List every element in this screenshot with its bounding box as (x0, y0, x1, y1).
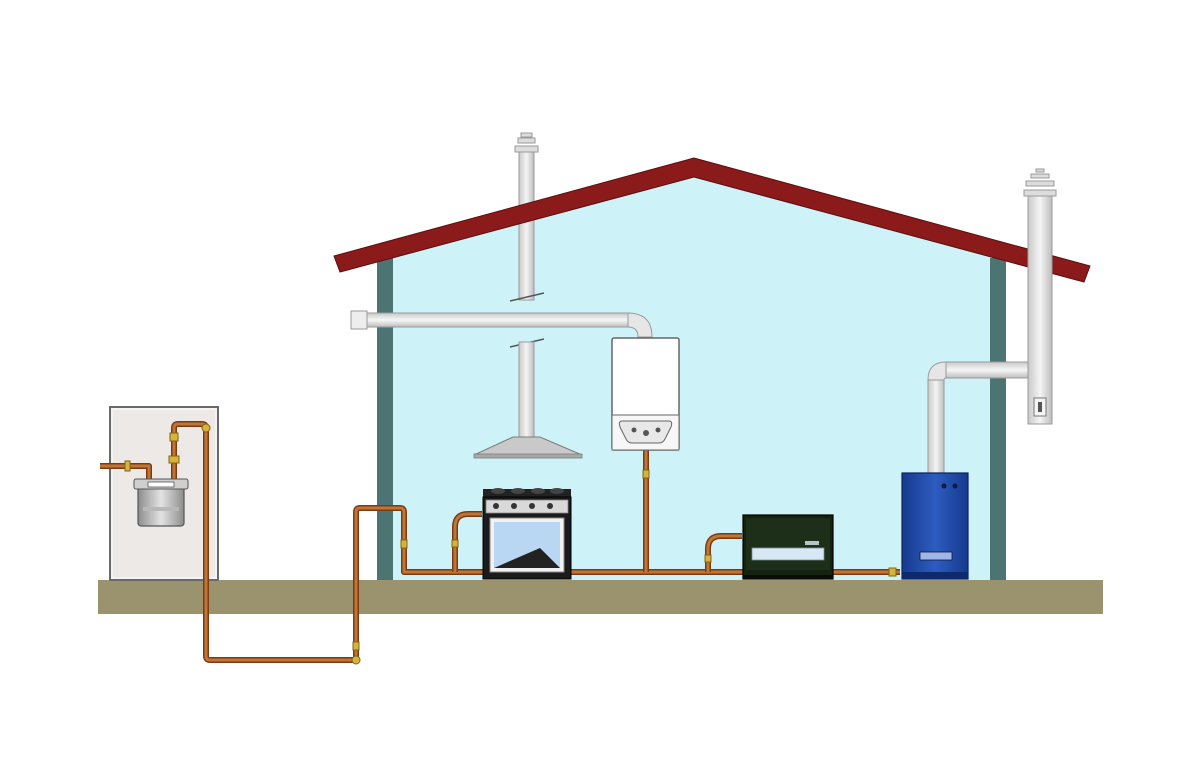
house-right-wall (990, 258, 1006, 580)
gas-stove-icon (482, 488, 572, 580)
hood-duct (518, 341, 535, 440)
flue-icon (927, 168, 1057, 477)
house-interior (392, 172, 996, 580)
pipe-fittings (124, 423, 897, 665)
gas-supply-pipe (100, 421, 900, 663)
roof (333, 157, 1091, 283)
gas-meter-icon (133, 478, 189, 527)
boiler-exhaust-duct (350, 310, 653, 338)
house-left-wall (377, 258, 393, 580)
boiler-icon (611, 337, 680, 451)
heater-icon (742, 514, 834, 580)
furnace-icon (901, 472, 969, 580)
ground (98, 580, 1103, 614)
range-hood-icon (473, 436, 583, 459)
